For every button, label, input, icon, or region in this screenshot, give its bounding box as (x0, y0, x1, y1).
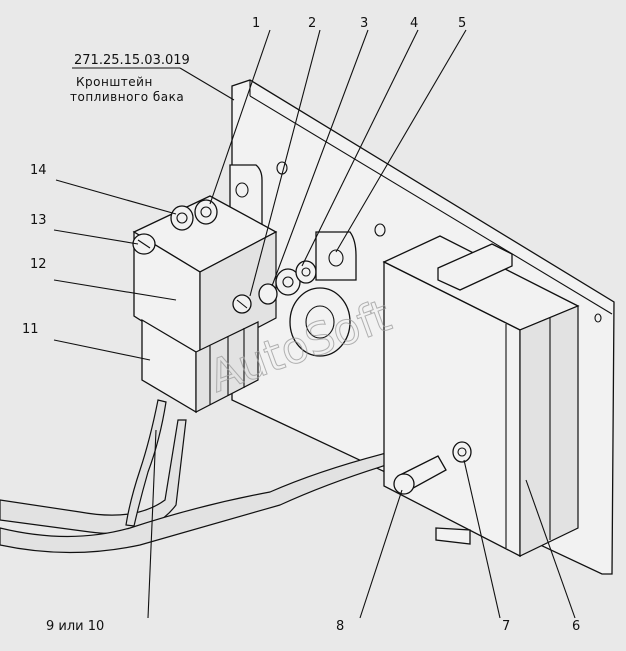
callout-3: 3 (360, 16, 368, 31)
controller-box-side (519, 305, 579, 557)
washer-14 (170, 205, 194, 231)
box-clip (437, 243, 513, 291)
callout-12: 12 (30, 257, 47, 272)
connector-side (195, 321, 259, 413)
callout-1: 1 (252, 16, 260, 31)
callout-8: 8 (336, 619, 344, 634)
callout-2: 2 (308, 16, 316, 31)
callout-14: 14 (30, 163, 47, 178)
box-lower-tab (435, 527, 471, 545)
grommet (289, 287, 351, 357)
washer-1 (194, 199, 218, 225)
washer-3 (258, 283, 278, 305)
callout-4: 4 (410, 16, 418, 31)
callout-13: 13 (30, 213, 47, 228)
cable-lower (0, 451, 397, 554)
part-name-line1: Кронштейн (76, 75, 153, 89)
washer-4b (295, 260, 317, 284)
washer-7 (452, 441, 472, 463)
callout-9-10: 9 или 10 (46, 619, 104, 634)
callout-11: 11 (22, 322, 39, 337)
terminal-5 (315, 231, 357, 281)
part-name-line2: топливного бака (70, 90, 184, 104)
callout-5: 5 (458, 16, 466, 31)
leader-lines (53, 29, 576, 619)
part-number: 271.25.15.03.019 (74, 53, 190, 68)
callout-7: 7 (502, 619, 510, 634)
plate-hole (374, 223, 386, 237)
plate-hole (594, 313, 602, 323)
washer-4a (275, 268, 301, 296)
callout-6: 6 (572, 619, 580, 634)
